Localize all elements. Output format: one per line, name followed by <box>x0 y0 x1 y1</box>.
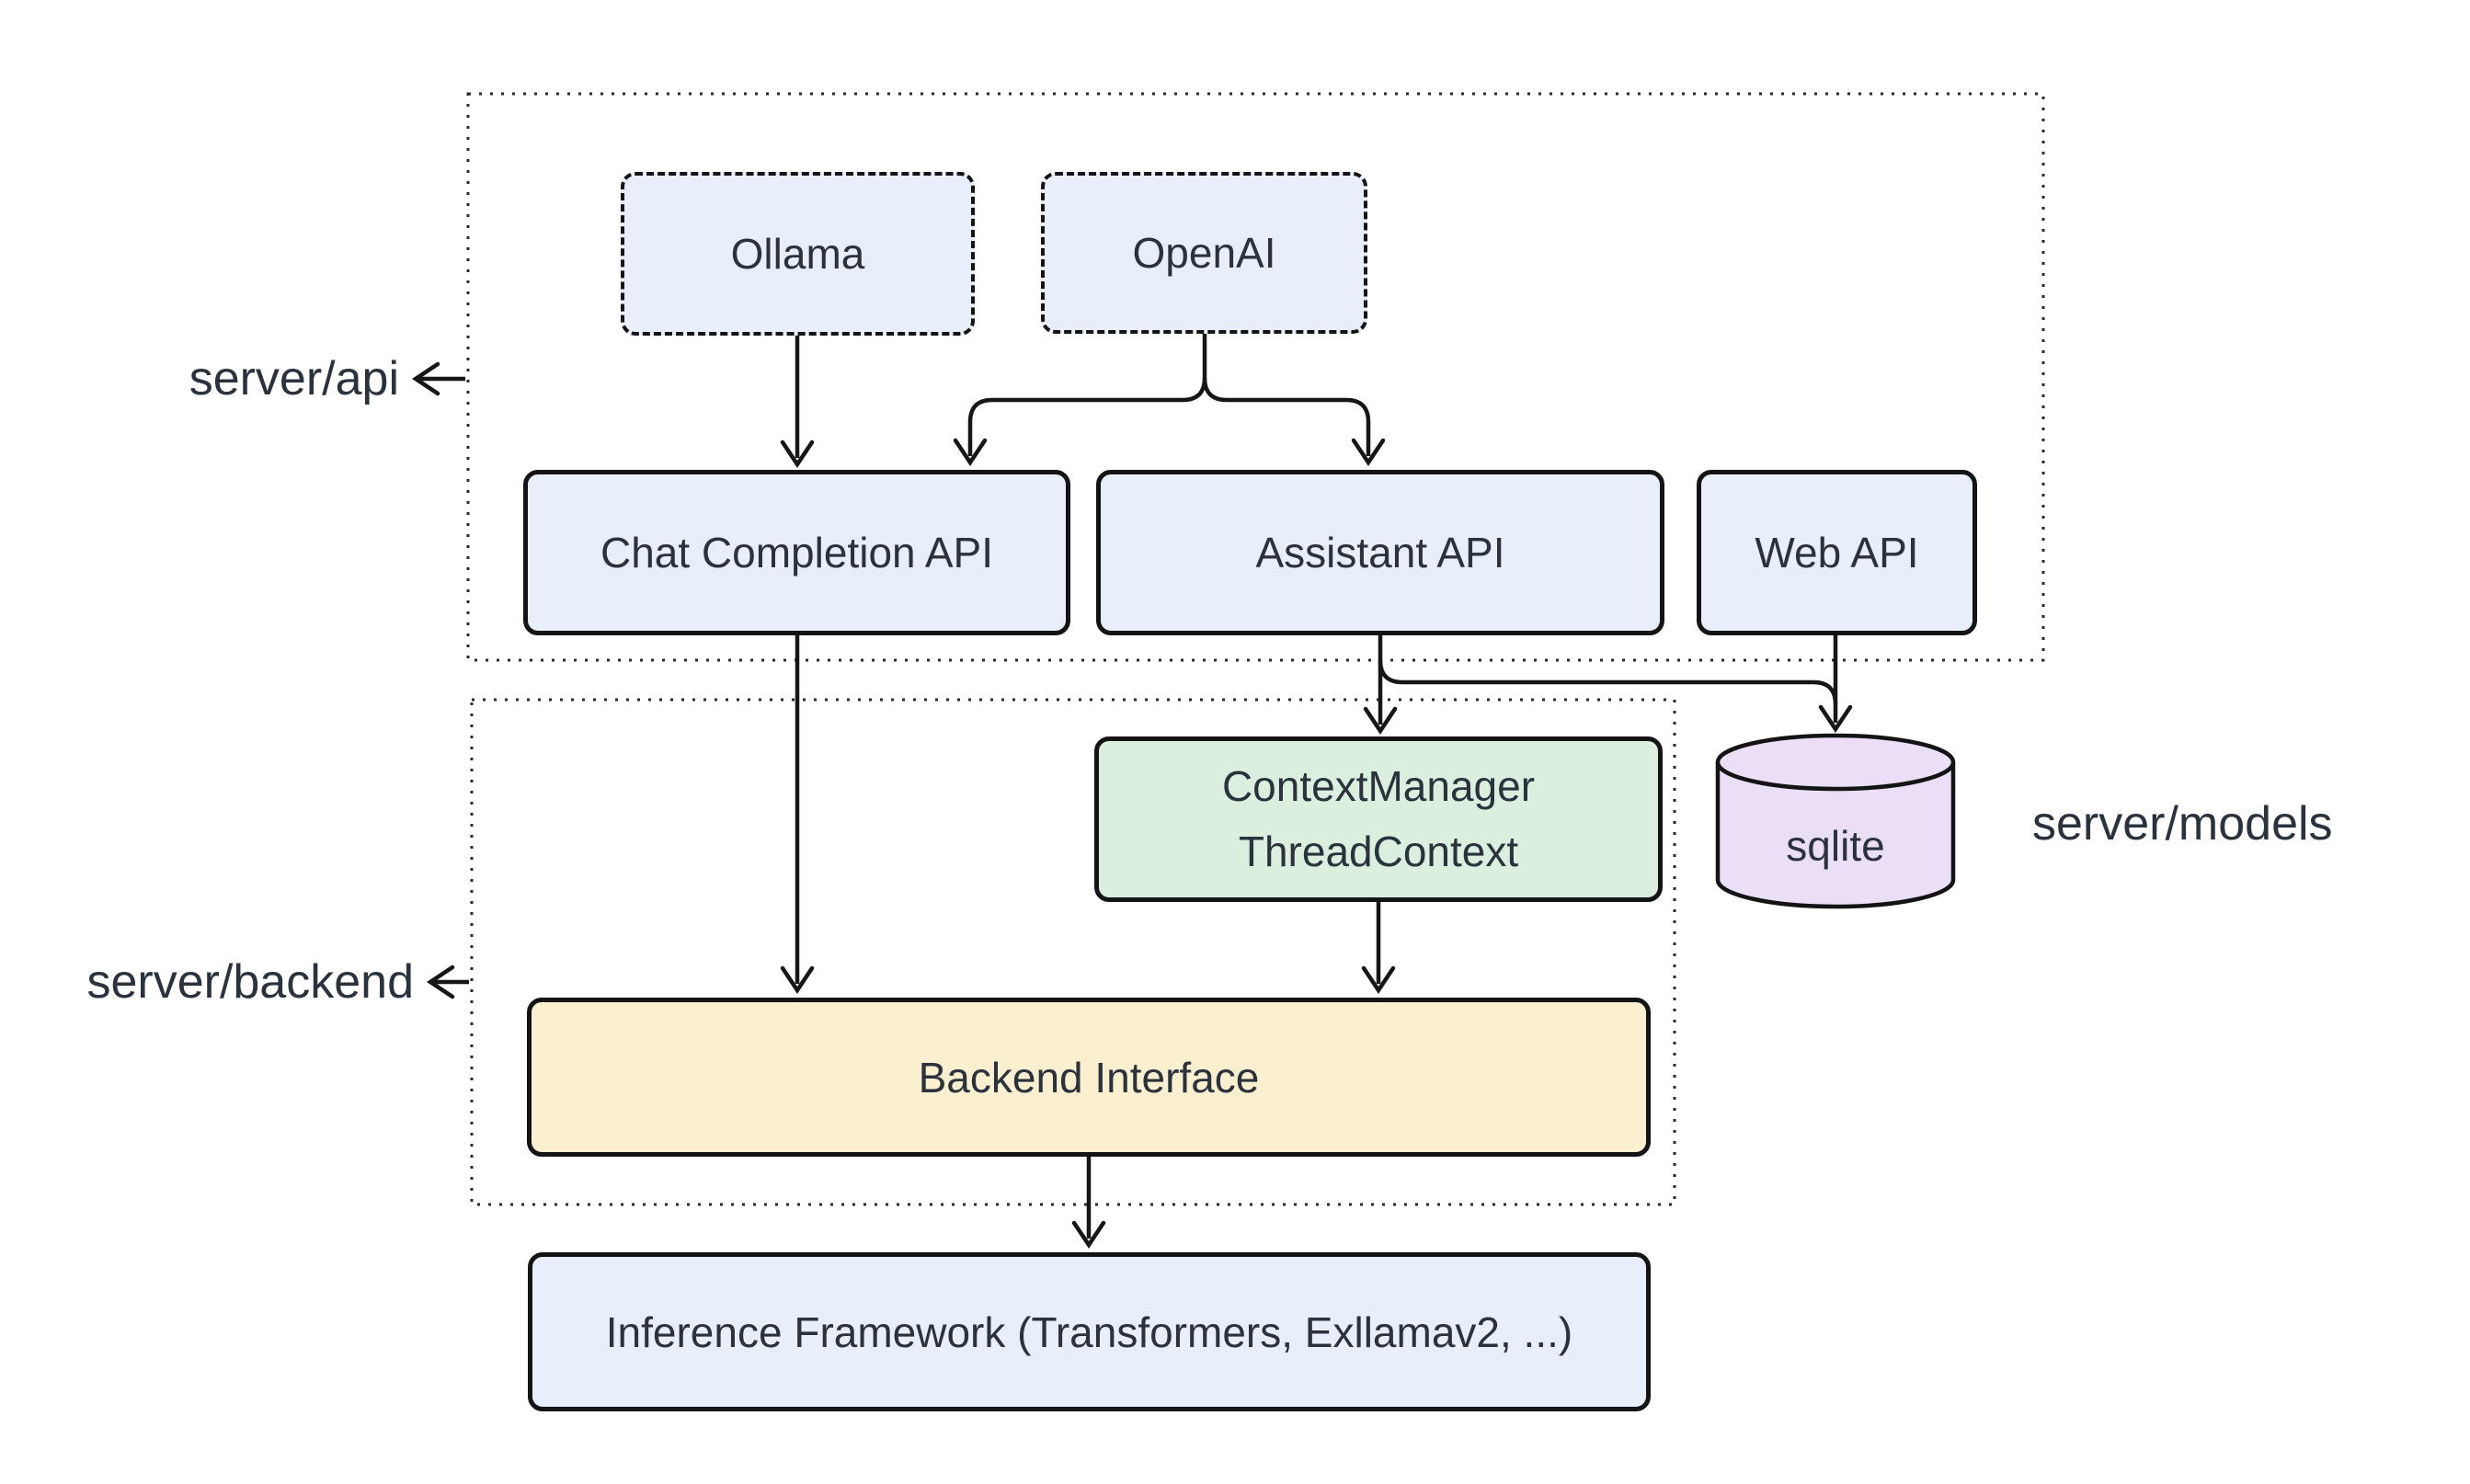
node-openai-label: OpenAI <box>1132 229 1276 277</box>
label-server-backend: server/backend <box>86 955 414 1009</box>
server-backend-container-border <box>470 698 1676 1206</box>
arrowhead-backend-to-inference <box>1071 1220 1106 1250</box>
node-openai: OpenAI <box>1041 172 1367 334</box>
sqlite-cylinder-body <box>1715 762 1956 909</box>
node-web-api-label: Web API <box>1755 529 1919 576</box>
arrowhead-serverbackend-pointer <box>426 965 455 999</box>
node-backend-interface: Backend Interface <box>527 998 1651 1157</box>
arrowhead-to-sqlite <box>1818 704 1853 734</box>
context-manager-line2: ThreadContext <box>1238 828 1519 875</box>
node-context-manager: ContextManager ThreadContext <box>1094 736 1663 902</box>
label-server-models: server/models <box>2032 797 2333 850</box>
node-inference-framework-label: Inference Framework (Transformers, Exlla… <box>605 1307 1573 1356</box>
node-web-api: Web API <box>1697 470 1977 635</box>
arrowhead-openai-to-assistant <box>1351 438 1386 467</box>
node-assistant-api-label: Assistant API <box>1255 529 1505 576</box>
node-sqlite-label: sqlite <box>1786 822 1885 870</box>
arrowhead-ollama-to-chat <box>780 439 815 469</box>
context-manager-line1: ContextManager <box>1221 761 1536 810</box>
node-assistant-api: Assistant API <box>1096 470 1664 635</box>
sqlite-cylinder <box>1715 733 1956 909</box>
arrowhead-openai-to-chat <box>953 438 988 467</box>
edge-openai-to-assistant <box>1202 377 1371 456</box>
node-ollama: Ollama <box>621 172 975 336</box>
arrowhead-serverapi-pointer <box>411 361 440 396</box>
label-server-api: server/api <box>189 352 399 405</box>
edge-openai-to-chat <box>967 377 1207 456</box>
node-inference-framework: Inference Framework (Transformers, Exlla… <box>528 1252 1651 1411</box>
node-chat-completion-api-label: Chat Completion API <box>600 529 993 576</box>
edge-assistant-to-sqlite <box>1378 659 1838 705</box>
arrowhead-chat-to-backend <box>780 965 815 995</box>
node-chat-completion-api: Chat Completion API <box>523 470 1070 635</box>
node-ollama-label: Ollama <box>730 230 865 278</box>
arrowhead-context-to-backend <box>1361 965 1396 995</box>
sqlite-cylinder-top <box>1715 733 1956 792</box>
arrowhead-assistant-to-context <box>1363 706 1398 736</box>
node-backend-interface-label: Backend Interface <box>918 1053 1260 1102</box>
node-context-manager-label: ContextManager ThreadContext <box>1222 754 1535 885</box>
